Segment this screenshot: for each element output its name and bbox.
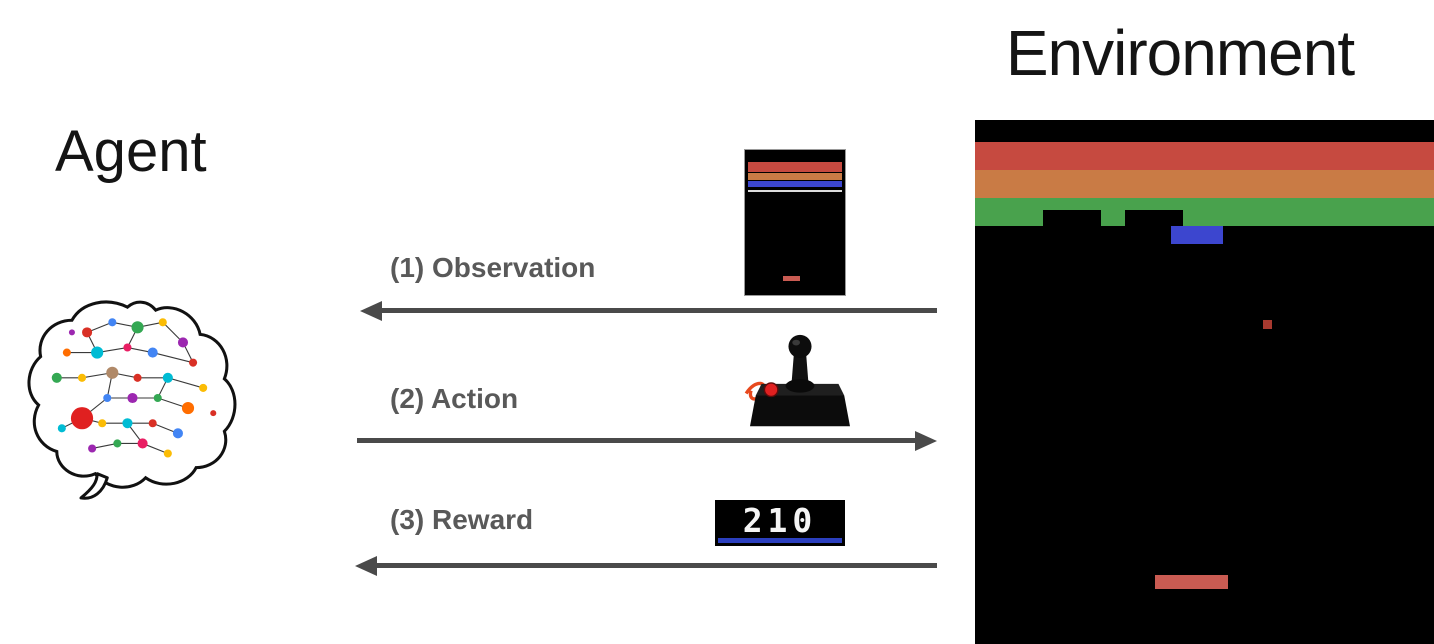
action-arrow <box>357 431 937 451</box>
reward-arrow <box>355 556 937 576</box>
environment-label: Environment <box>1005 17 1355 89</box>
brick-row-orange <box>975 170 1434 198</box>
reward-score-value: 210 <box>743 501 818 540</box>
observation-thumbnail-icon <box>744 149 846 296</box>
arrow-head-right-icon <box>915 431 937 451</box>
reward-arrow-label: (3) Reward <box>390 504 534 535</box>
joystick-fire-button <box>763 382 779 398</box>
agent-label: Agent <box>55 119 207 184</box>
score-display-icon: 210 <box>715 500 845 546</box>
arrow-shaft <box>378 308 937 313</box>
joystick-icon <box>742 332 858 432</box>
arrow-head-left-icon <box>360 301 382 321</box>
breakout-screen <box>975 120 1434 644</box>
obs-paddle <box>783 276 800 281</box>
action-arrow-label: (2) Action <box>390 383 519 414</box>
ball <box>1263 320 1272 329</box>
brick-gap-2 <box>1125 210 1183 226</box>
observation-arrow-label: (1) Observation <box>390 252 596 283</box>
obs-brick-row-blue <box>748 181 842 187</box>
brick-gap-1 <box>1043 210 1101 226</box>
brick-blue <box>1171 226 1223 244</box>
arrow-shaft <box>357 438 919 443</box>
arrow-head-left-icon <box>355 556 377 576</box>
obs-laser-line <box>748 190 842 192</box>
arrow-shaft <box>373 563 937 568</box>
paddle <box>1155 575 1228 589</box>
score-underline <box>718 538 842 543</box>
observation-arrow <box>360 301 937 321</box>
obs-brick-row-orange <box>748 173 842 180</box>
obs-brick-row-red <box>748 162 842 172</box>
brick-row-red <box>975 142 1434 170</box>
brain-icon <box>25 292 240 504</box>
